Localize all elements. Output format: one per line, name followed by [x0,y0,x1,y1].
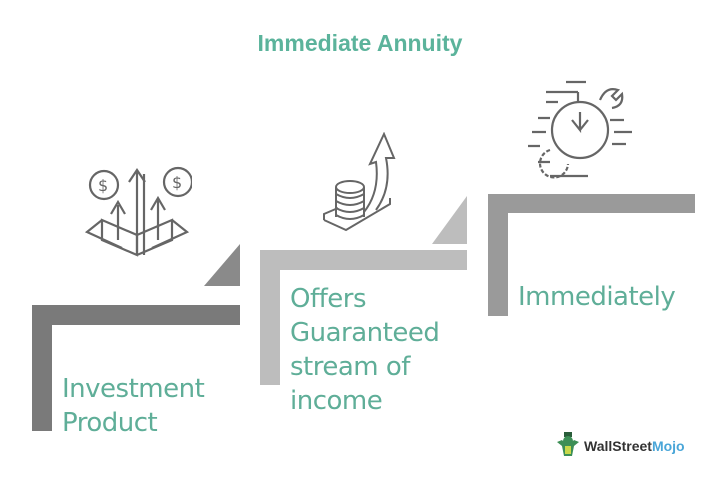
step-1-label-line: Product [62,408,158,438]
stopwatch-gear-wrench-icon [528,80,632,179]
wallstreetmojo-logo: WallStreetMojo [556,432,685,460]
step-2-label-line: Guaranteed [290,318,440,348]
step-1-horizontal-bar [32,305,240,325]
svg-text:$: $ [98,176,108,195]
step-1-vertical-bar [32,305,52,431]
step-2-label: Offers Guaranteed stream of income [290,282,440,418]
step-3-vertical-bar [488,194,508,316]
svg-text:$: $ [172,173,182,192]
step-1-label: Investment Product [62,372,205,440]
coins-growth-arrow-icon [323,132,396,232]
logo-mascot-icon [557,432,579,456]
step-2-label-line: income [290,386,383,416]
step-3-label-line: Immediately [518,282,676,312]
step-2-label-line: Offers [290,284,367,314]
step-1-triangle [204,244,240,286]
step-3-horizontal-bar [488,194,695,213]
logo-text-wallstreet: WallStreet [584,438,652,454]
step-2-vertical-bar [260,250,280,385]
logo-text-mojo: Mojo [651,438,685,454]
step-1-label-line: Investment [62,374,205,404]
step-2-triangle [432,196,467,244]
step-2-label-line: stream of [290,352,410,382]
step-3-label: Immediately [518,280,676,314]
box-money-arrows-icon: $ $ [84,166,192,257]
page-title: Immediate Annuity [257,30,463,56]
step-2-horizontal-bar [260,250,467,270]
